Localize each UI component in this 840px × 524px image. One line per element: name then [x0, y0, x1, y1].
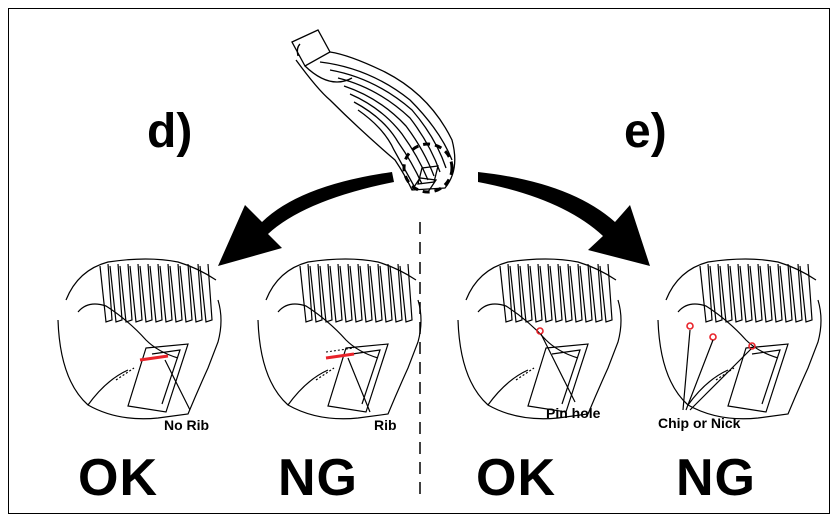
defect-mark-chip-or-nick — [686, 322, 756, 350]
closeup-d-ok — [57, 258, 222, 420]
defect-mark-no-rib — [139, 354, 169, 362]
verdict-e-ok: OK — [476, 449, 556, 507]
detail-circle — [402, 142, 454, 194]
section-label-e: e) — [624, 105, 667, 158]
defect-mark-pin-hole — [536, 327, 544, 335]
callout-chip-or-nick: Chip or Nick — [658, 415, 741, 431]
arrow-right — [478, 172, 650, 266]
verdict-e-ng: NG — [676, 449, 756, 507]
callout-rib: Rib — [374, 417, 397, 433]
closeup-e-ok — [457, 258, 622, 420]
closeup-e-ng — [657, 258, 822, 420]
closeup-d-ng — [257, 258, 422, 420]
verdict-d-ng: NG — [278, 449, 358, 507]
leader-lines — [164, 329, 752, 413]
defect-mark-rib — [325, 347, 355, 360]
diagram-frame — [8, 8, 830, 514]
arrow-left — [218, 172, 394, 266]
verdict-d-ok: OK — [78, 449, 158, 507]
callout-pin-hole: Pin hole — [546, 405, 601, 421]
callout-no-rib: No Rib — [164, 417, 210, 433]
part-overview-drawing — [291, 29, 456, 193]
section-label-d: d) — [147, 105, 193, 158]
